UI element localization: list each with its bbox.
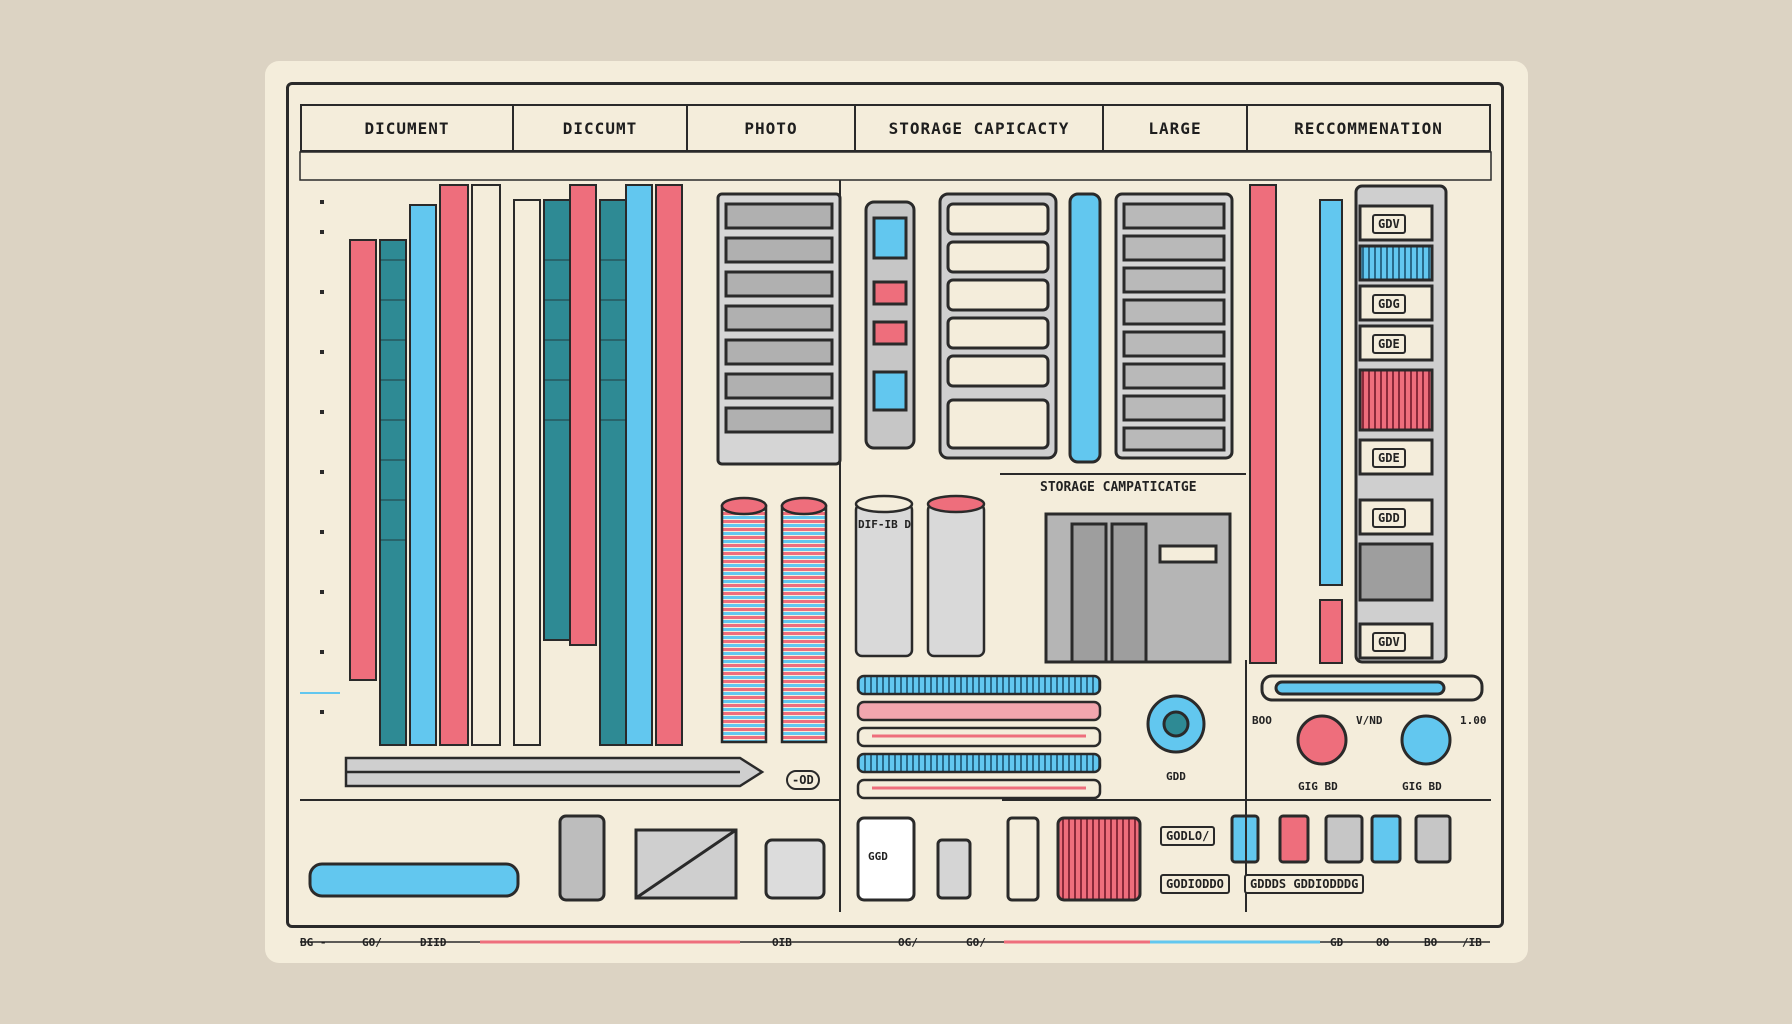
- dial-label-4: 1.00: [1460, 714, 1487, 727]
- drum-label: DIF-IB D: [858, 518, 911, 531]
- header-photo: PHOTO: [686, 104, 854, 152]
- box-label-1: GODLO/: [1160, 826, 1216, 846]
- server-badge-5: GDD: [1372, 508, 1406, 528]
- dial-label-6: GIG BD: [1402, 780, 1442, 793]
- dial-label-1: GDD: [1166, 770, 1186, 783]
- server-badge-2: GDG: [1372, 294, 1406, 314]
- server-badge-6: GDV: [1372, 632, 1406, 652]
- footer-tick-6: GO/: [966, 936, 986, 949]
- dial-label-2: BOO: [1252, 714, 1272, 727]
- box-label-3: GDDDS GDDIODDDG: [1244, 874, 1365, 894]
- footer-tick-1: BG -: [300, 936, 327, 949]
- footer-tick-2: GO/: [362, 936, 382, 949]
- footer-tick-5: OIB: [772, 936, 792, 949]
- dial-label-5: GIG BD: [1298, 780, 1338, 793]
- footer-tick-7: GD: [1330, 936, 1344, 949]
- server-badge-4: GDE: [1372, 448, 1406, 468]
- footer-tick-9: BO: [1424, 936, 1438, 949]
- infographic-frame: [286, 82, 1504, 928]
- secondary-storage-label: STORAGE CAMPATICATGE: [1040, 480, 1197, 495]
- footer-tick-10: /IB: [1462, 936, 1482, 949]
- footer-tick-4: OG/: [898, 936, 918, 949]
- header-document: DICUMENT: [300, 104, 512, 152]
- footer-tick-3: DIID: [420, 936, 447, 949]
- box-label-2: GODIODDO: [1160, 874, 1230, 894]
- dial-label-3: V/ND: [1356, 714, 1383, 727]
- bubble-label: -OD: [786, 770, 820, 790]
- server-badge-1: GDV: [1372, 214, 1406, 234]
- header-document-2: DICCUMT: [512, 104, 686, 152]
- header-recommendation: RECCOMMENATION: [1246, 104, 1491, 152]
- footer-tick-8: OO: [1376, 936, 1390, 949]
- header-storage-capacity: STORAGE CAPICACTY: [854, 104, 1102, 152]
- server-badge-3: GDE: [1372, 334, 1406, 354]
- header-large: LARGE: [1102, 104, 1246, 152]
- gauge-label: GGD: [868, 850, 888, 863]
